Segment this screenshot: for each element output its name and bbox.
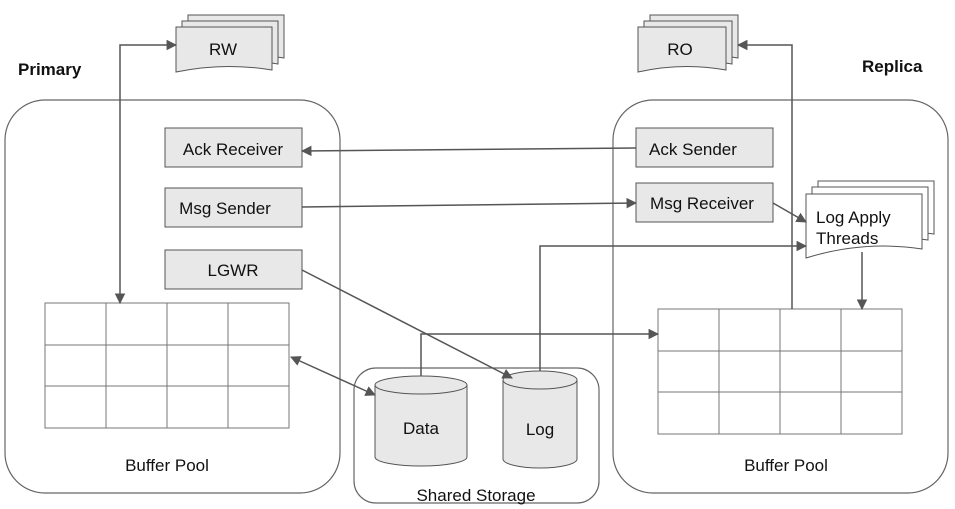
ro-label: RO xyxy=(667,40,693,59)
log-apply-label-line2: Threads xyxy=(816,229,878,248)
bufferpool-data-arrow xyxy=(290,356,376,396)
replica-buffer-pool-label: Buffer Pool xyxy=(744,456,828,475)
replica-node xyxy=(612,99,949,494)
rw-bufferpool-arrow xyxy=(114,39,178,305)
log-apply-label-line1: Log Apply xyxy=(816,208,891,227)
primary-heading: Primary xyxy=(18,60,82,79)
ro-document-stack: RO xyxy=(637,14,739,73)
msg-to-apply-arrow xyxy=(772,202,807,223)
connectors xyxy=(114,39,868,396)
bufferpool-ro-arrow xyxy=(736,39,793,309)
msg-sender-box: Msg Sender xyxy=(164,187,303,228)
rw-document-stack: RW xyxy=(175,14,285,73)
lgwr-log-arrow xyxy=(301,269,513,379)
ack-arrow xyxy=(300,145,637,157)
primary-buffer-pool-label: Buffer Pool xyxy=(125,456,209,475)
ack-sender-box: Ack Sender xyxy=(635,127,774,168)
shared-storage-container xyxy=(353,367,600,504)
svg-text:Msg Receiver: Msg Receiver xyxy=(650,194,754,213)
svg-text:Msg Sender: Msg Sender xyxy=(179,199,271,218)
lgwr-box: LGWR xyxy=(164,249,303,290)
msg-receiver-box: Msg Receiver xyxy=(635,182,774,223)
data-cylinder: Data xyxy=(374,375,468,467)
log-apply-threads-stack: Log Apply Threads xyxy=(805,180,935,259)
svg-text:Ack Sender: Ack Sender xyxy=(649,140,737,159)
log-cylinder: Log xyxy=(502,370,578,469)
ack-receiver-box: Ack Receiver xyxy=(164,127,303,168)
rw-label: RW xyxy=(209,40,237,59)
data-replica-arrow xyxy=(420,328,660,376)
replica-buffer-pool-grid xyxy=(657,308,903,435)
replica-heading: Replica xyxy=(862,57,923,76)
data-label: Data xyxy=(403,419,439,438)
msg-arrow xyxy=(301,197,638,209)
log-label: Log xyxy=(526,420,554,439)
svg-text:Ack Receiver: Ack Receiver xyxy=(183,140,283,159)
svg-text:LGWR: LGWR xyxy=(208,261,259,280)
log-apply-arrow xyxy=(539,240,808,371)
shared-storage-label: Shared Storage xyxy=(416,486,535,505)
primary-buffer-pool-grid xyxy=(44,302,290,429)
